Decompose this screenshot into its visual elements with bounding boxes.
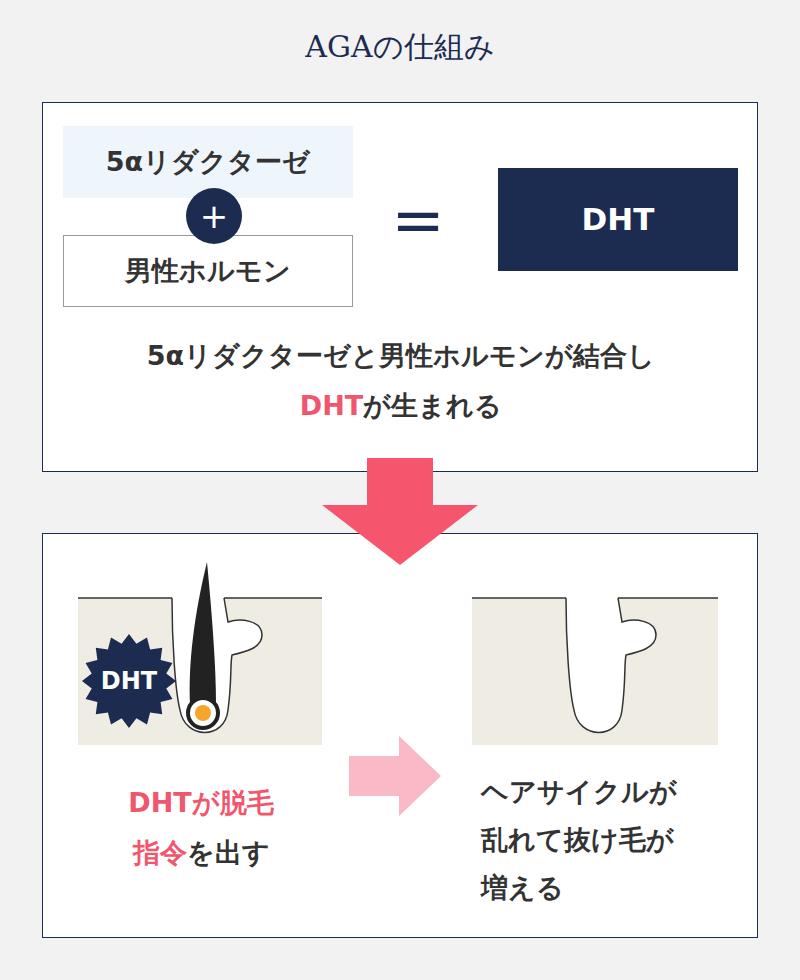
caption-text: が生まれる: [363, 390, 502, 421]
panel-ground: [42, 533, 758, 938]
skin-line: [618, 597, 718, 599]
hair: [190, 562, 216, 705]
block-arrow: [349, 736, 441, 816]
title: AGAの仕組み: [0, 22, 800, 72]
caption-text: 5αリダクターゼと男性ホルモンが結合し: [147, 340, 655, 371]
box-text: 5αリダクターゼ: [106, 146, 310, 178]
caption-text: DHT: [300, 390, 363, 421]
caption-text: DHTが脱毛: [128, 787, 273, 818]
box-text: 男性ホルモン: [125, 255, 291, 287]
skin-line: [78, 597, 172, 599]
equals-sign: =: [388, 180, 448, 260]
starburst-shape: [82, 634, 176, 728]
block-arrow: [322, 458, 478, 565]
factor-box: 男性ホルモン: [63, 235, 353, 307]
hair-bulb: [188, 698, 218, 728]
scene: ヘアサイクルが乱れて抜け毛が増える: [441, 556, 741, 886]
result-box: DHT: [498, 168, 738, 271]
factor-box: 5αリダクターゼ: [63, 126, 353, 198]
follicle: [566, 598, 656, 733]
caption-text: ヘアサイクルが乱れて抜け毛が増える: [481, 776, 677, 903]
scene: DHT DHTが脱毛指令を出す: [79, 556, 349, 886]
panel: DHT DHTが脱毛指令を出す ヘアサイクルが乱れて抜け毛が増える: [42, 533, 758, 938]
box-text: DHT: [582, 201, 655, 238]
panel-ground: [42, 102, 758, 472]
follicle: [172, 598, 262, 733]
panel: 5αリダクターゼ + 男性ホルモン DHT 5αリダクターゼと男性ホルモンが結合し DHT…: [42, 102, 758, 472]
scalp: [472, 598, 718, 745]
skin-line: [224, 597, 322, 599]
starburst: DHT: [81, 633, 177, 729]
plus-circle: +: [186, 188, 242, 244]
dermal-papilla: [195, 705, 211, 721]
caption-text: を出す: [187, 837, 270, 868]
skin-line: [472, 597, 566, 599]
box-text: +: [200, 196, 229, 237]
box-text: DHT: [101, 667, 157, 696]
caption-text: 指令: [133, 837, 187, 868]
